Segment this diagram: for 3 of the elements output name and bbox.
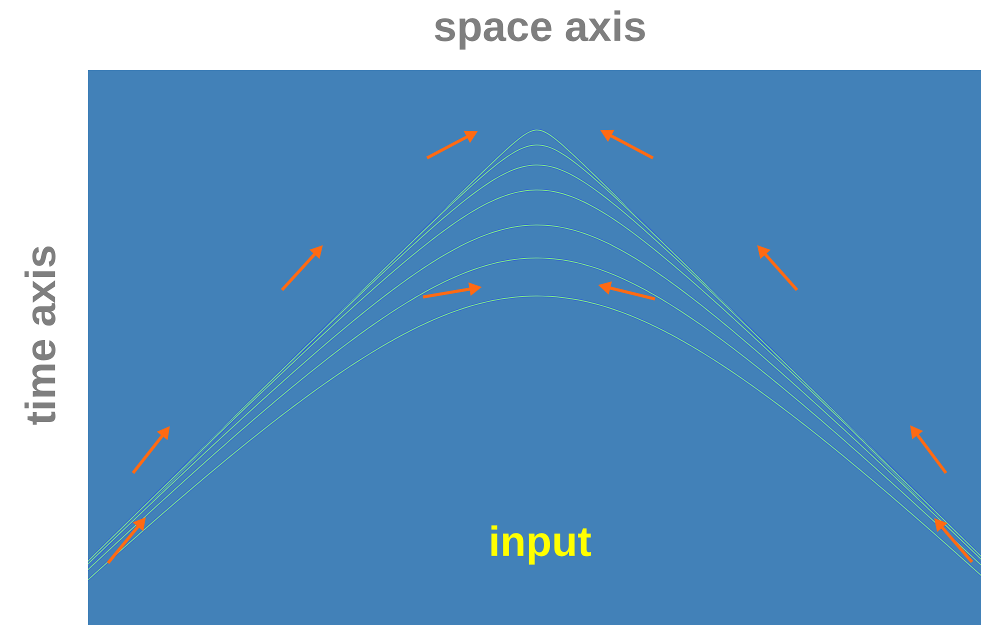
axis-label: time axis [24,246,56,425]
axis-label: space axis [434,10,645,50]
input-label: input [491,525,592,565]
